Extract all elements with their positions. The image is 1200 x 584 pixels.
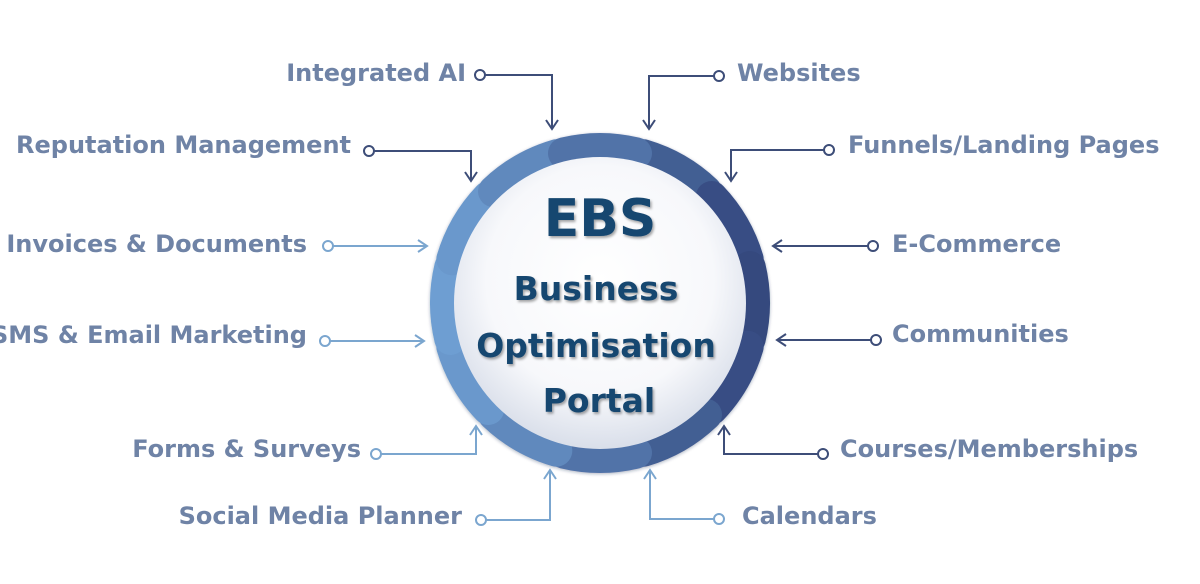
connector-funnels-landing-pages bbox=[724, 144, 835, 183]
label-integrated-ai: Integrated AI bbox=[286, 59, 466, 87]
connector-websites bbox=[642, 70, 725, 131]
ring-segment bbox=[733, 251, 770, 355]
label-social-media-planner: Social Media Planner bbox=[179, 502, 463, 530]
ring-segment bbox=[548, 436, 652, 473]
connector-reputation-management bbox=[363, 145, 478, 183]
hub-center-circle bbox=[454, 157, 746, 449]
connector-calendars bbox=[643, 468, 725, 525]
label-communities: Communities bbox=[892, 320, 1069, 348]
connector-communities bbox=[775, 333, 882, 347]
label-sms-email-marketing: SMS & Email Marketing bbox=[0, 321, 307, 349]
label-funnels-landing-pages: Funnels/Landing Pages bbox=[848, 131, 1160, 159]
hub-title: EBS bbox=[544, 189, 657, 249]
connectors bbox=[319, 69, 882, 526]
connector-invoices-documents bbox=[322, 239, 429, 253]
label-forms-surveys: Forms & Surveys bbox=[132, 435, 361, 463]
label-reputation-management: Reputation Management bbox=[16, 131, 351, 159]
label-websites: Websites bbox=[737, 59, 861, 87]
connector-integrated-ai bbox=[474, 69, 559, 131]
connector-e-commerce bbox=[771, 239, 879, 253]
connector-forms-surveys bbox=[370, 424, 483, 460]
connector-courses-memberships bbox=[717, 424, 829, 460]
connector-social-media-planner bbox=[475, 468, 557, 526]
label-e-commerce: E-Commerce bbox=[892, 230, 1061, 258]
connector-sms-email-marketing bbox=[319, 334, 426, 348]
ring-segment bbox=[548, 133, 652, 170]
hub-subtitle-line-2: Optimisation bbox=[476, 326, 716, 365]
label-calendars: Calendars bbox=[742, 502, 877, 530]
hub-ring bbox=[430, 133, 770, 473]
feature-labels: Integrated AI Websites Reputation Manage… bbox=[0, 59, 1160, 530]
label-courses-memberships: Courses/Memberships bbox=[840, 435, 1138, 463]
hub-subtitle-line-3: Portal bbox=[543, 381, 656, 420]
hub-subtitle-line-1: Business bbox=[514, 269, 679, 308]
ring-segment bbox=[430, 251, 467, 355]
label-invoices-documents: Invoices & Documents bbox=[6, 230, 307, 258]
